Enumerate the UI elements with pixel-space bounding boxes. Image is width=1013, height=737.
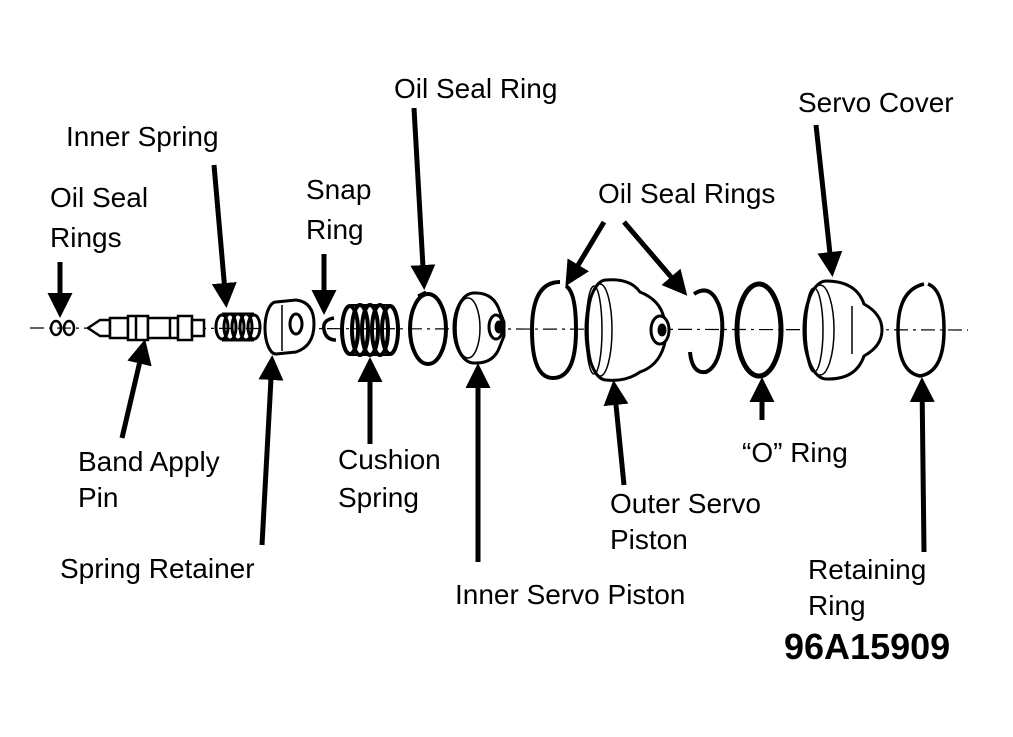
label-spring-retainer: Spring Retainer	[60, 553, 255, 584]
label-o-ring: “O” Ring	[742, 437, 848, 468]
o-ring-part	[734, 281, 784, 379]
label-band-apply-pin-line2: Pin	[78, 482, 119, 513]
arrow-oil-seal-ring	[410, 107, 436, 290]
arrow-oil-seal-rings-a	[565, 220, 607, 287]
oil-seal-ring-part	[408, 290, 448, 366]
servo-cover-part	[802, 279, 884, 381]
oil-seal-rings-left-part	[49, 319, 76, 337]
label-servo-cover: Servo Cover	[798, 87, 954, 118]
snap-ring-part	[321, 316, 337, 342]
cushion-spring-part	[340, 303, 400, 357]
label-retaining-ring-line1: Retaining	[808, 554, 927, 585]
arrow-spring-retainer	[258, 355, 284, 546]
spring-retainer-part	[263, 298, 316, 356]
arrow-outer-servo-piston	[603, 380, 629, 486]
arrow-band-apply-pin	[119, 339, 152, 439]
label-inner-servo-piston: Inner Servo Piston	[455, 579, 686, 610]
arrow-servo-cover	[813, 124, 843, 277]
label-cushion-spring-line1: Cushion	[338, 444, 441, 475]
band-apply-pin-part	[85, 314, 206, 342]
label-oil-seal-rings-right: Oil Seal Rings	[598, 178, 776, 209]
arrow-retaining-ring	[909, 377, 935, 553]
label-snap-ring-line1: Snap	[306, 174, 372, 205]
figure-code: 96A15909	[784, 626, 951, 667]
oil-seal-ring-right-2-part	[688, 288, 725, 375]
label-outer-servo-piston-line2: Piston	[610, 524, 688, 555]
label-snap-ring-line2: Ring	[306, 214, 364, 245]
inner-spring-part	[214, 312, 262, 342]
label-outer-servo-piston-line1: Outer Servo	[610, 488, 761, 519]
label-band-apply-pin-line1: Band Apply	[78, 446, 220, 477]
inner-servo-piston-part	[452, 291, 506, 365]
retaining-ring-part	[896, 282, 946, 378]
label-oil-seal-rings-left-line2: Rings	[50, 222, 122, 253]
label-oil-seal-ring: Oil Seal Ring	[394, 73, 558, 104]
arrow-inner-spring	[211, 164, 237, 308]
label-oil-seal-rings-left-line1: Oil Seal	[50, 182, 149, 213]
arrow-oil-seal-rings-b	[622, 220, 688, 296]
label-inner-spring: Inner Spring	[66, 121, 219, 152]
outer-servo-piston-part	[584, 278, 671, 382]
oil-seal-ring-right-1-part	[529, 280, 579, 381]
label-cushion-spring-line2: Spring	[338, 482, 419, 513]
label-retaining-ring-line2: Ring	[808, 590, 866, 621]
